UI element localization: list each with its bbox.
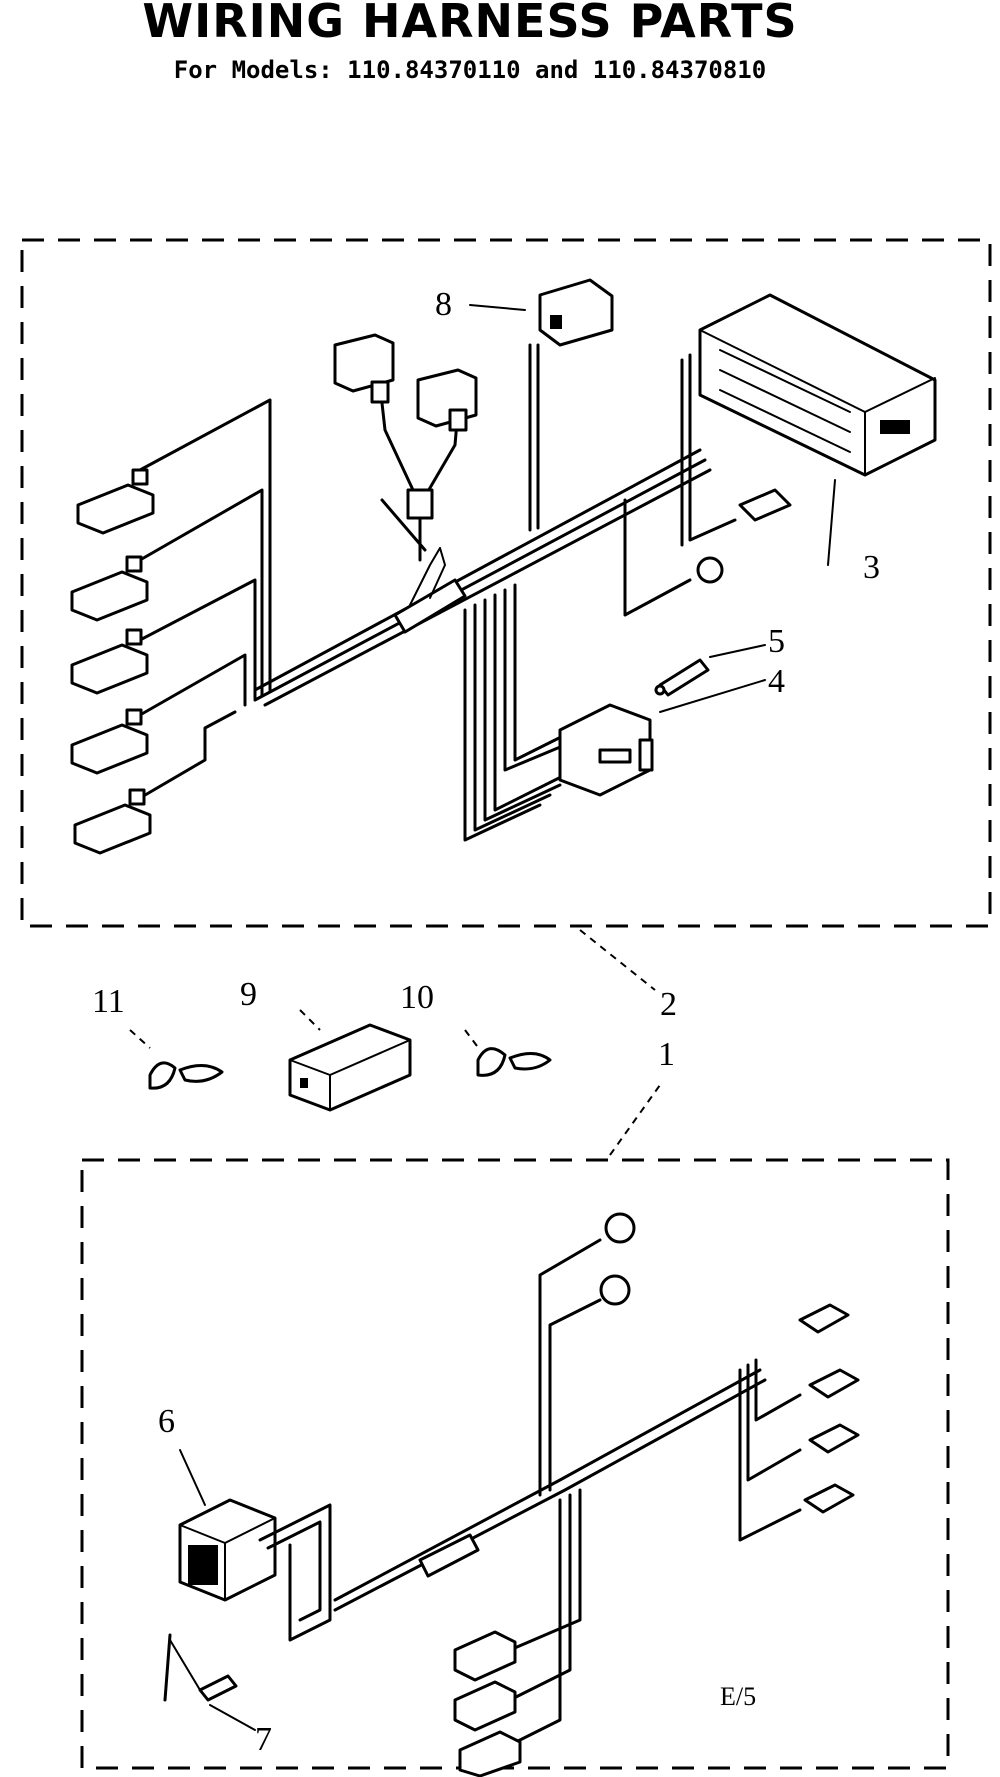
- callout-4: 4: [768, 663, 785, 700]
- lower-main-trunk: [258, 1212, 767, 1642]
- upper-harness-main-trunk: [253, 448, 712, 707]
- lower-bottom-connectors: [453, 1488, 582, 1777]
- callout-1: 1: [658, 1036, 675, 1073]
- upper-left-connectors: [70, 468, 155, 855]
- part-4-connector: [558, 703, 654, 797]
- callout-7: 7: [255, 1721, 272, 1758]
- callout-2: 2: [660, 986, 677, 1023]
- part-5-pin: [654, 658, 710, 697]
- upper-center-bundle: [463, 583, 567, 842]
- callout-5: 5: [768, 623, 785, 660]
- callout-9: 9: [240, 976, 257, 1013]
- callout-3: 3: [863, 549, 880, 586]
- part-6-connector-block: [178, 1498, 277, 1602]
- part-11-clip: [148, 1061, 224, 1090]
- page-code: E/5: [720, 1682, 756, 1711]
- part-7-terminal: [163, 1633, 238, 1702]
- part-9-connector: [288, 1023, 412, 1112]
- page-title: WIRING HARNESS PARTS: [142, 0, 798, 48]
- upper-ring-terminal: [623, 498, 724, 617]
- lower-right-connectors: [738, 1303, 860, 1542]
- upper-y-branch: [333, 333, 478, 562]
- part-3-terminal-block: [680, 293, 937, 547]
- models-subtitle: For Models: 110.84370110 and 110.8437081…: [173, 56, 767, 84]
- upper-left-branch-wires: [138, 398, 272, 800]
- callout-6: 6: [158, 1403, 175, 1440]
- callout-8: 8: [435, 286, 452, 323]
- callout-leaders: [129, 304, 836, 1731]
- part-10-clip: [476, 1047, 552, 1077]
- upper-harness-boundary: [20, 238, 992, 928]
- callout-10: 10: [400, 979, 434, 1016]
- lower-harness-boundary: [80, 1158, 950, 1770]
- callout-11: 11: [92, 983, 125, 1020]
- part-8-connector: [528, 278, 614, 532]
